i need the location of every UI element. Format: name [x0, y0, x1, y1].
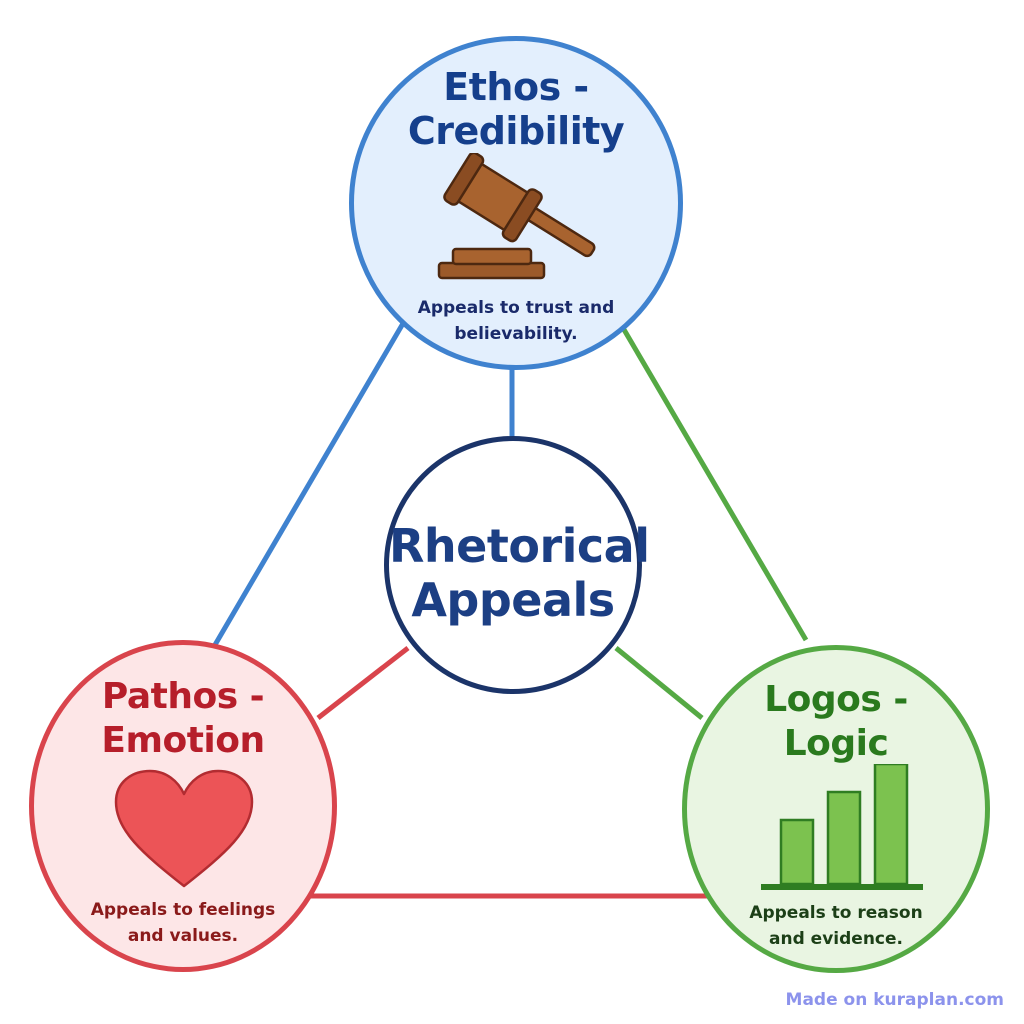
heart-icon	[114, 769, 254, 888]
logos-description: Appeals to reason and evidence.	[687, 900, 985, 952]
ethos-node: Ethos - Credibility Appeals to trust and…	[349, 36, 683, 370]
pathos-title: Pathos - Emotion	[34, 675, 332, 763]
ethos-title-line1: Ethos -	[443, 65, 589, 109]
logos-title-line2: Logic	[783, 723, 889, 764]
logos-desc-line1: Appeals to reason	[749, 903, 923, 923]
pathos-title-line2: Emotion	[101, 720, 265, 761]
ethos-title-line2: Credibility	[407, 109, 625, 153]
center-title-line1: Rhetorical	[389, 519, 650, 573]
pathos-desc-line1: Appeals to feelings	[90, 900, 276, 920]
pathos-description: Appeals to feelings and values.	[34, 897, 332, 949]
gavel-icon	[437, 153, 596, 280]
ethos-logos-connector	[613, 314, 809, 642]
pathos-center-connector	[316, 646, 410, 720]
ethos-pathos-connector	[209, 318, 408, 652]
center-node: Rhetorical Appeals	[384, 436, 650, 694]
bar-chart-icon	[761, 764, 923, 890]
logos-node: Logos - Logic Appeals to reason and evid…	[682, 645, 990, 973]
ethos-desc-line2: believability.	[454, 324, 578, 344]
center-title: Rhetorical Appeals	[389, 519, 650, 627]
logos-title: Logos - Logic	[687, 678, 985, 766]
pathos-title-line1: Pathos -	[101, 676, 265, 717]
logos-desc-line2: and evidence.	[769, 929, 903, 949]
ethos-desc-line1: Appeals to trust and	[417, 298, 615, 318]
pathos-desc-line2: and values.	[127, 926, 239, 946]
ethos-description: Appeals to trust and believability.	[354, 295, 678, 347]
watermark: Made on kuraplan.com	[785, 990, 1004, 1010]
logos-title-line1: Logos -	[764, 679, 908, 720]
logos-center-connector	[614, 646, 704, 720]
center-title-line2: Appeals	[411, 573, 615, 627]
ethos-title: Ethos - Credibility	[354, 65, 678, 153]
pathos-node: Pathos - Emotion Appeals to feelings and…	[29, 640, 337, 972]
